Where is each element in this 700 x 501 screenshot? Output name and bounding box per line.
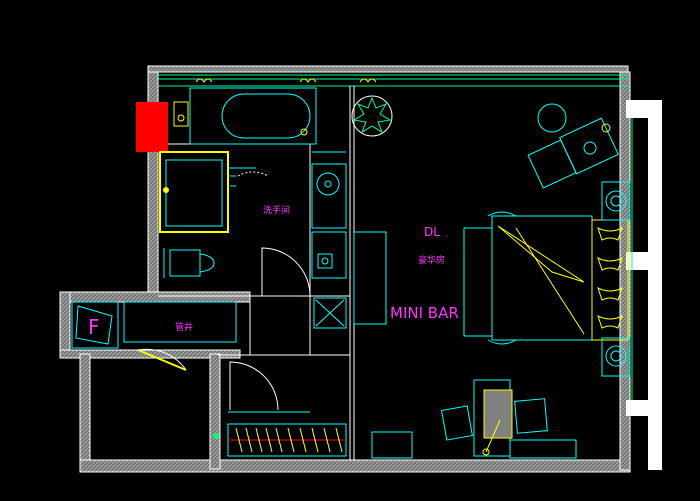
nightstand-top [601, 181, 631, 221]
bed [463, 211, 629, 345]
minibar-counter [313, 231, 387, 329]
round-table [537, 103, 567, 133]
outer-walls [59, 65, 631, 473]
armchair-top-right [527, 117, 619, 189]
window-glazing [158, 74, 633, 400]
label-f: F [88, 315, 100, 339]
red-marker [136, 102, 168, 152]
desk-chair-right [514, 398, 548, 434]
desk [473, 379, 577, 459]
desk-chair-left [441, 405, 473, 441]
bath-shelf-ornament [195, 78, 377, 83]
label-bathroom: 洗手间 [263, 204, 290, 216]
washbasin [311, 151, 347, 229]
closet-door-swing [229, 361, 279, 411]
label-room-type: 豪华房 [418, 254, 445, 266]
pipe-shaft [71, 301, 237, 349]
shower-head-icon [163, 187, 169, 193]
label-minibar: MINI BAR [390, 304, 459, 322]
bathtub [189, 87, 317, 145]
bathroom-door-swing [261, 247, 311, 297]
bed-pillows [597, 227, 623, 329]
nightstand-bottom [601, 337, 631, 377]
wardrobe-hangers [227, 423, 347, 457]
entry-door [137, 349, 187, 371]
luggage-rack [371, 431, 413, 459]
plant-icon [351, 95, 393, 137]
shower-tray [165, 159, 223, 227]
toilet [163, 248, 215, 278]
right-window-columns [626, 100, 662, 470]
wall-fixture [173, 101, 189, 127]
cabinet-unit [311, 231, 347, 279]
interior-partitions [158, 86, 355, 460]
label-dl: DL [424, 225, 440, 239]
shower-enclosure [159, 151, 229, 233]
label-pipe-shaft: 管井 [175, 321, 193, 333]
